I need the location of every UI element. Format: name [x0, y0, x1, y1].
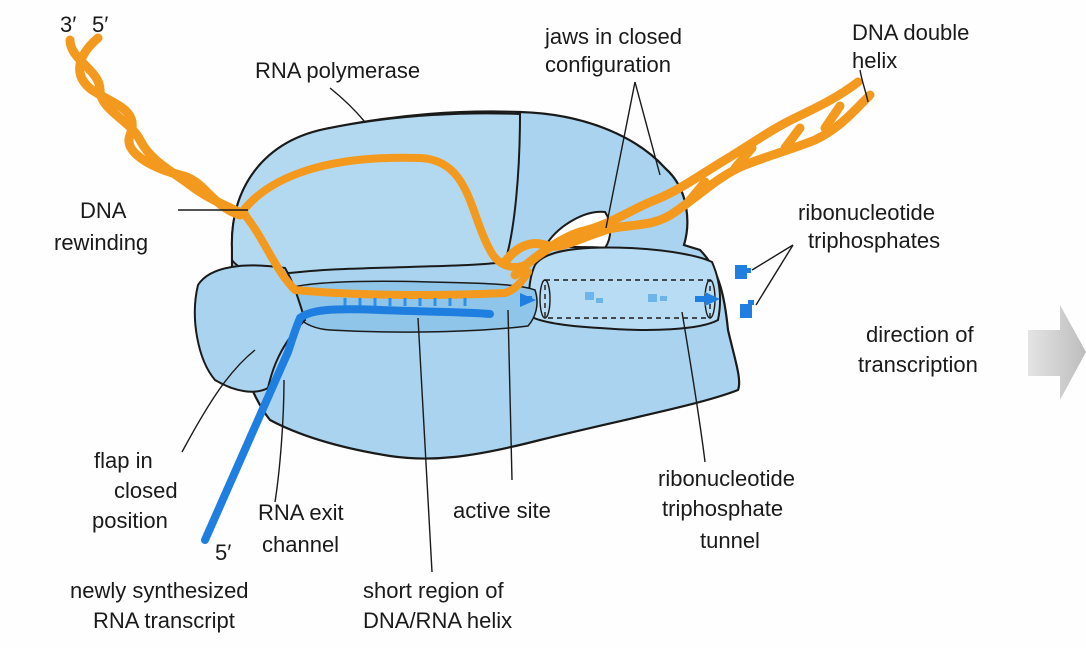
label-hybrid-1: short region of	[363, 578, 505, 603]
label-exit-2: channel	[262, 532, 339, 557]
label-rna-polymerase: RNA polymerase	[255, 58, 420, 83]
label-dna-rewinding-2: rewinding	[54, 230, 148, 255]
label-direction-1: direction of	[866, 322, 975, 347]
label-jaws-1: jaws in closed	[544, 24, 682, 49]
label-hybrid-2: DNA/RNA helix	[363, 608, 512, 633]
label-tunnel-1: ribonucleotide	[658, 466, 795, 491]
label-tunnel-2: triphosphate	[662, 496, 783, 521]
label-flap-3: position	[92, 508, 168, 533]
free-ntps	[735, 265, 754, 318]
upper-jaw	[232, 113, 520, 273]
label-active-site: active site	[453, 498, 551, 523]
label-dna-helix-1: DNA double	[852, 20, 969, 45]
label-transcript-2: RNA transcript	[93, 608, 235, 633]
label-rna-5prime: 5′	[215, 540, 231, 565]
dna-upstream-helix	[70, 38, 245, 215]
label-rntp-1: ribonucleotide	[798, 200, 935, 225]
label-dna-rewinding-1: DNA	[80, 198, 127, 223]
label-flap-2: closed	[114, 478, 178, 503]
label-tunnel-3: tunnel	[700, 528, 760, 553]
label-jaws-2: configuration	[545, 52, 671, 77]
direction-arrow	[1028, 305, 1086, 400]
label-flap-1: flap in	[94, 448, 153, 473]
label-transcript-1: newly synthesized	[70, 578, 249, 603]
label-rntp-2: triphosphates	[808, 228, 940, 253]
label-5prime: 5′	[92, 12, 108, 37]
label-dna-helix-2: helix	[852, 48, 897, 73]
label-3prime: 3′	[60, 12, 76, 37]
label-exit-1: RNA exit	[258, 500, 344, 525]
label-direction-2: transcription	[858, 352, 978, 377]
